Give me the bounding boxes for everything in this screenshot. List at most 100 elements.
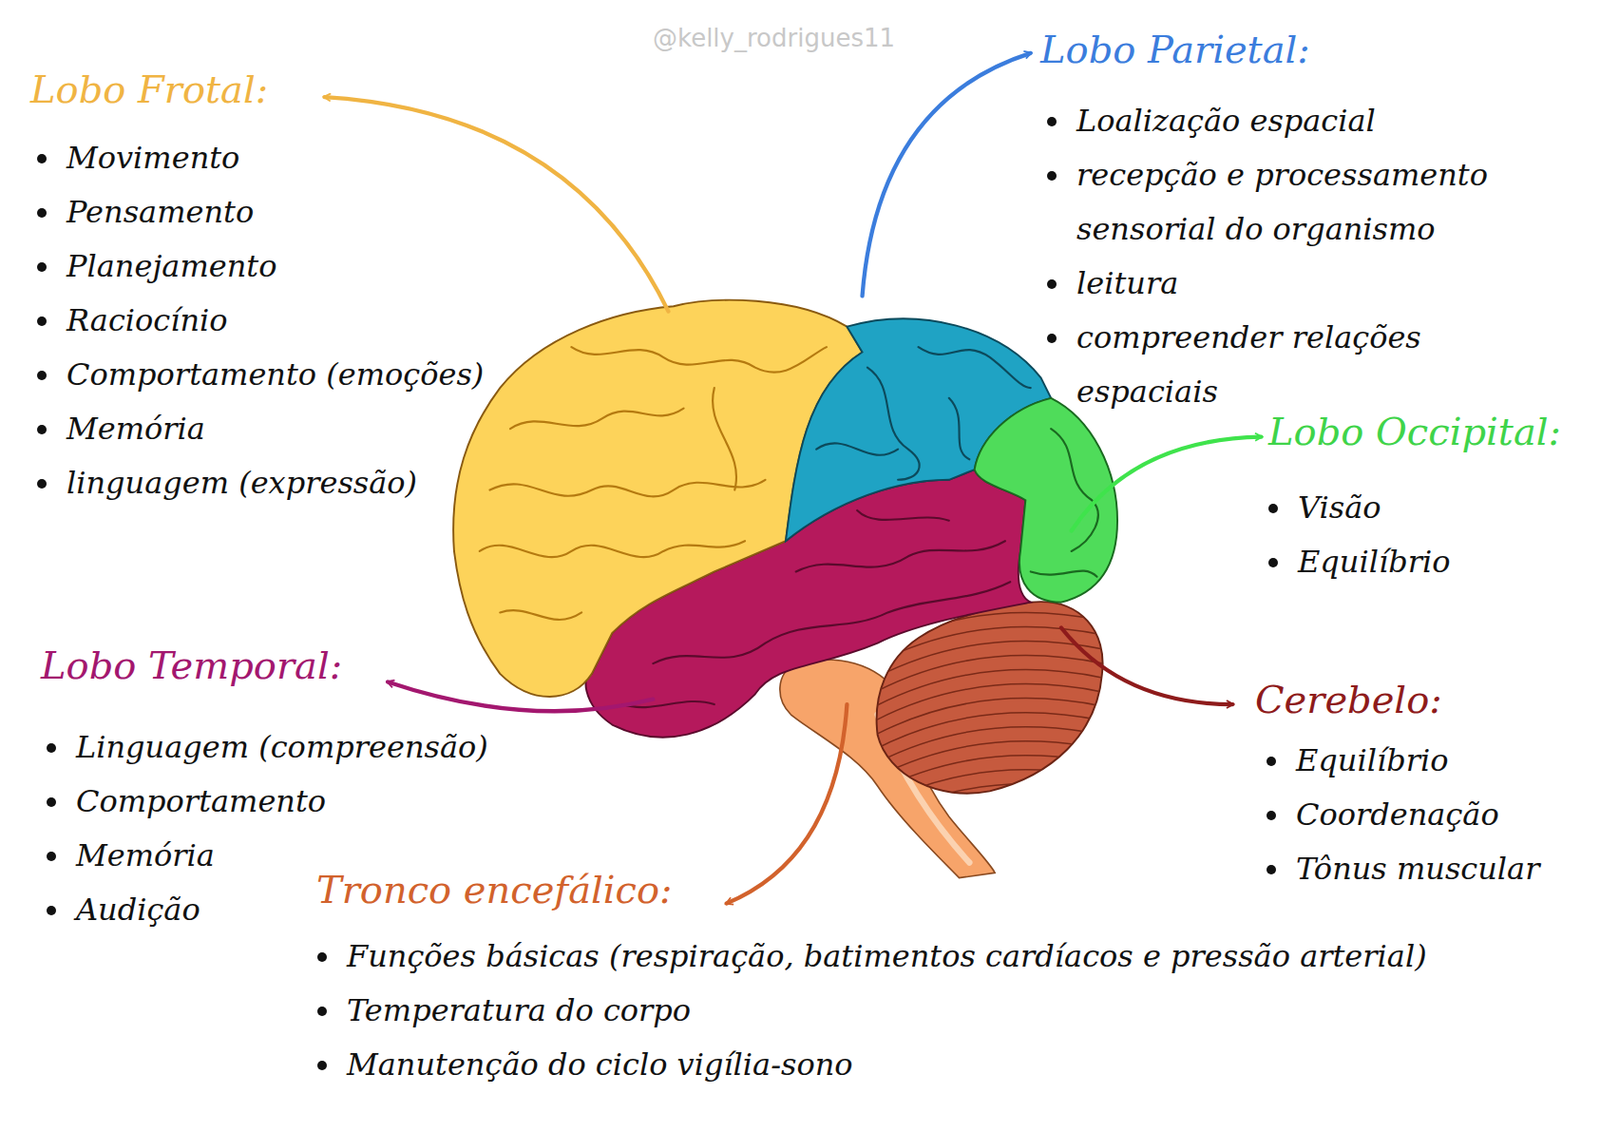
- function-item: Loalização espacial: [1076, 94, 1552, 149]
- function-item: Audição: [76, 882, 201, 937]
- function-item: Equilíbrio: [1295, 733, 1448, 788]
- folium-line: [867, 783, 1113, 825]
- function-item: Planejamento: [66, 239, 277, 294]
- item-text: Pensamento: [66, 193, 254, 230]
- item-text: Comportamento (emoções): [66, 356, 484, 393]
- folium-line: [867, 669, 1113, 711]
- function-item: Linguagem (compreensão): [76, 720, 489, 775]
- bullet-dot: [317, 1060, 327, 1070]
- item-text: Temperatura do corpo: [346, 991, 691, 1029]
- leader-arrow: [862, 53, 1031, 297]
- heading-text: Lobo Temporal:: [40, 643, 343, 687]
- bullet-dot: [1047, 333, 1057, 343]
- leader-arrow: [387, 681, 653, 711]
- function-item: Pensamento: [66, 185, 254, 240]
- watermark: @kelly_rodrigues11: [652, 22, 896, 54]
- bullet-dot: [1047, 279, 1057, 289]
- function-item: Comportamento: [76, 774, 326, 829]
- folium-line: [867, 712, 1113, 754]
- item-text: Audição: [76, 891, 201, 928]
- heading-text: Lobo Frotal:: [30, 67, 268, 112]
- bullet-dot: [37, 262, 47, 272]
- item-text: recepção e processamento sensorial do or…: [1076, 156, 1488, 248]
- item-text: Tônus muscular: [1295, 850, 1540, 887]
- item-text: Equilíbrio: [1295, 742, 1448, 779]
- item-text: Equilíbrio: [1297, 543, 1450, 580]
- function-item: Tônus muscular: [1295, 841, 1540, 896]
- folium-line: [867, 798, 1113, 839]
- item-text: Linguagem (compreensão): [76, 728, 489, 765]
- bullet-dot: [1047, 116, 1057, 127]
- heading-text: Lobo Occipital:: [1268, 409, 1562, 454]
- region-heading: Lobo Temporal:: [40, 642, 343, 688]
- heading-text: Lobo Parietal:: [1040, 27, 1311, 72]
- bullet-dot: [317, 1006, 327, 1016]
- item-text: leitura: [1076, 265, 1179, 302]
- region-heading: Cerebelo:: [1255, 676, 1443, 723]
- item-text: Loalização espacial: [1076, 102, 1376, 139]
- region-heading: Lobo Occipital:: [1268, 408, 1562, 455]
- folium-line: [867, 640, 1113, 682]
- function-item: Manutenção do ciclo vigília-sono: [346, 1037, 854, 1092]
- folium-line: [867, 726, 1113, 768]
- function-item: Movimento: [66, 131, 240, 186]
- folium-line: [867, 698, 1113, 740]
- leader-arrow: [1071, 437, 1262, 532]
- heading-text: Tronco encefálico:: [316, 867, 673, 912]
- bullet-dot: [1047, 171, 1057, 181]
- leader-arrow: [324, 96, 669, 312]
- function-item: Comportamento (emoções): [66, 347, 484, 402]
- item-text: Memória: [76, 837, 215, 874]
- heading-text: Cerebelo:: [1255, 677, 1443, 722]
- region-heading: Tronco encefálico:: [316, 866, 673, 913]
- function-item: linguagem (expressão): [66, 456, 418, 511]
- bullet-dot: [46, 851, 57, 861]
- item-text: Comportamento: [76, 782, 326, 820]
- bullet-dot: [1266, 756, 1277, 766]
- item-text: Planejamento: [66, 247, 277, 285]
- bullet-dot: [1268, 503, 1278, 514]
- function-item: Memória: [76, 828, 215, 883]
- bullet-dot: [37, 478, 47, 489]
- region-heading: Lobo Parietal:: [1040, 26, 1311, 73]
- function-item: Memória: [66, 401, 206, 457]
- function-item: Funções básicas (respiração, batimentos …: [346, 929, 1428, 984]
- item-text: linguagem (expressão): [66, 464, 418, 501]
- folium-line: [867, 769, 1113, 811]
- leader-arrow: [726, 704, 848, 903]
- function-item: Equilíbrio: [1297, 534, 1450, 590]
- item-text: Coordenação: [1295, 796, 1500, 833]
- gyri: [479, 346, 1099, 707]
- folium-line: [867, 741, 1113, 782]
- function-item: Visão: [1297, 480, 1382, 535]
- item-text: Raciocínio: [66, 302, 229, 339]
- bullet-dot: [37, 153, 47, 164]
- leader-arrow: [1061, 628, 1233, 705]
- bullet-dot: [37, 370, 47, 381]
- bullet-dot: [317, 952, 327, 962]
- function-item: leitura: [1076, 256, 1552, 311]
- function-item: Coordenação: [1295, 787, 1500, 842]
- item-text: compreender relações espaciais: [1076, 319, 1422, 410]
- bullet-dot: [37, 424, 47, 435]
- bullet-dot: [37, 208, 47, 218]
- function-item: compreender relações espaciais: [1076, 310, 1552, 420]
- folium-line: [867, 655, 1113, 697]
- bullet-dot: [37, 316, 47, 326]
- bullet-dot: [1266, 810, 1277, 820]
- watermark-text: @kelly_rodrigues11: [652, 23, 896, 53]
- item-text: Visão: [1297, 489, 1382, 526]
- item-text: Memória: [66, 410, 206, 447]
- bullet-dot: [46, 797, 57, 807]
- bullet-dot: [1268, 557, 1278, 568]
- function-item: Temperatura do corpo: [346, 983, 691, 1038]
- function-item: Raciocínio: [66, 293, 229, 348]
- bullet-dot: [1266, 864, 1277, 875]
- bullet-dot: [46, 905, 57, 915]
- function-item: recepção e processamento sensorial do or…: [1076, 148, 1552, 257]
- item-text: Manutenção do ciclo vigília-sono: [346, 1046, 854, 1083]
- folium-line: [867, 684, 1113, 725]
- region-heading: Lobo Frotal:: [30, 66, 268, 113]
- bullet-dot: [46, 742, 57, 753]
